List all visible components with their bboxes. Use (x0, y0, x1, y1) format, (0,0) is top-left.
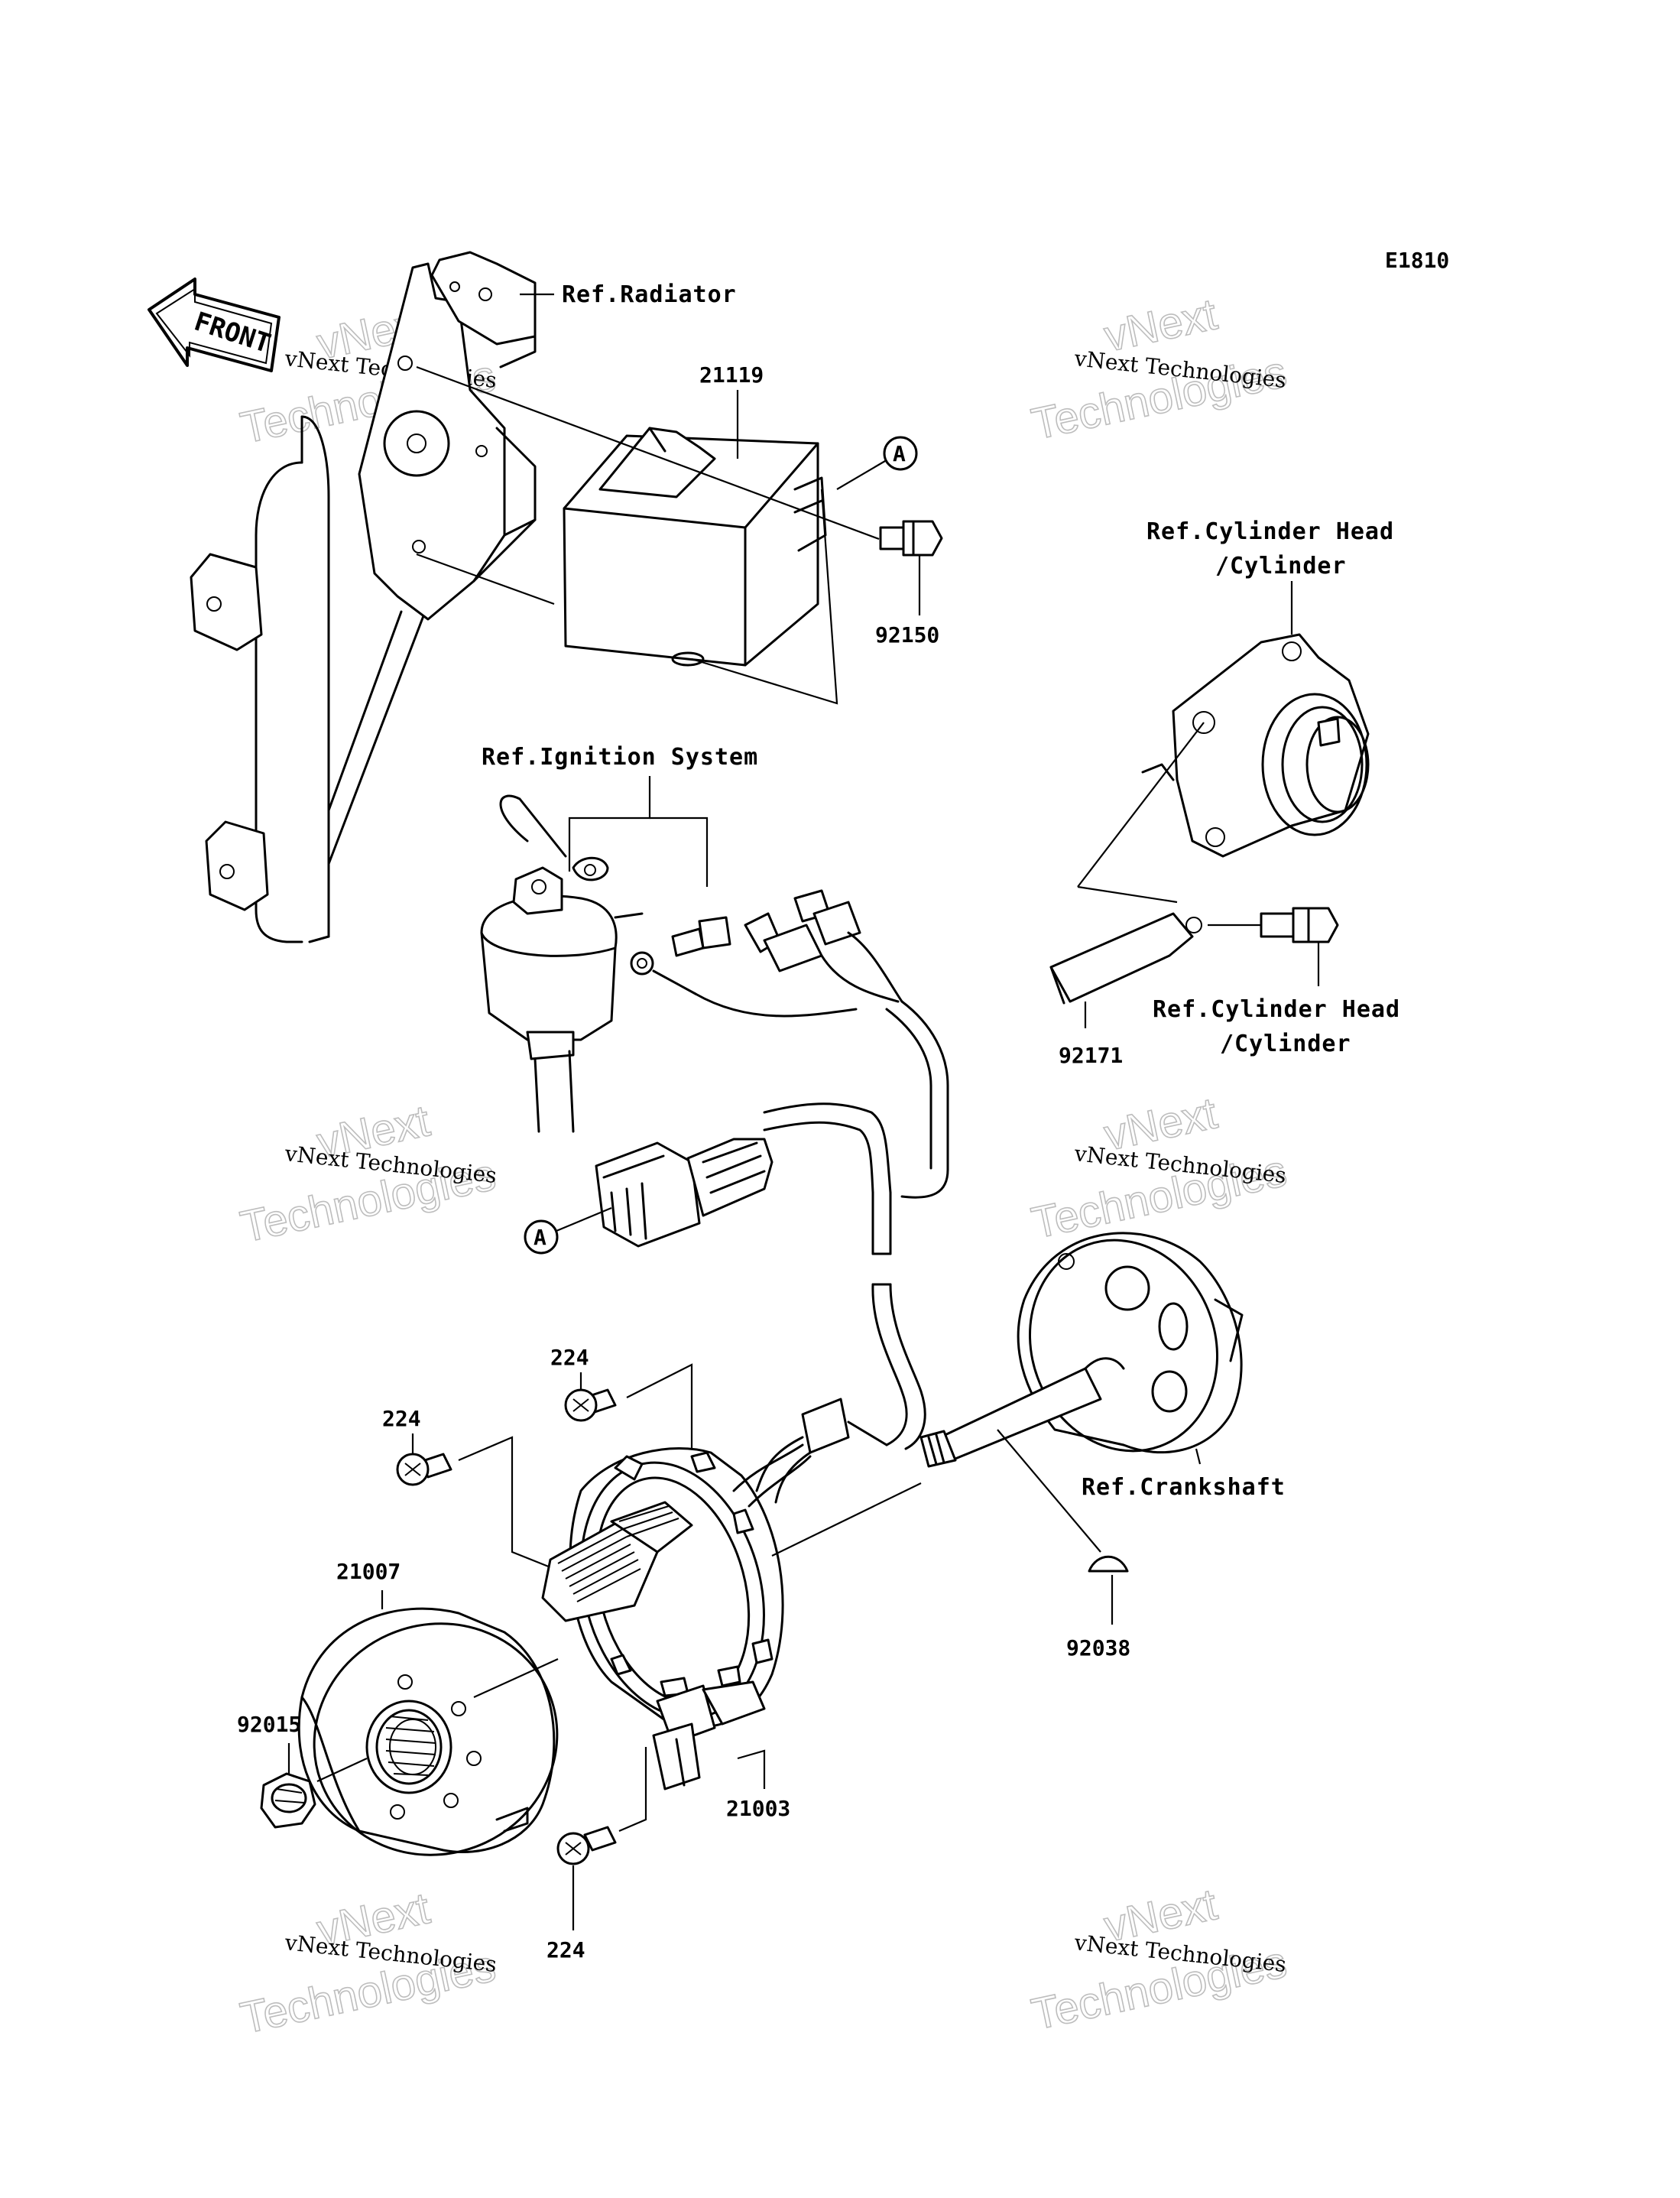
ground-bolt (671, 916, 731, 957)
part-21003: 21003 (726, 1796, 790, 1821)
crankshaft-flywheel-ref (1017, 1232, 1244, 1454)
part-224-bottom: 224 (546, 1937, 585, 1963)
watermark-middle-left: vNext Technologies vNext Technologies (235, 1096, 500, 1253)
label-ref-cylinder-head-bottom-2: /Cylinder (1220, 1031, 1351, 1057)
part-92171: 92171 (1059, 1043, 1123, 1068)
part-92150: 92150 (875, 622, 939, 648)
part-21007: 21007 (336, 1559, 401, 1584)
multi-pin-connector (595, 1138, 774, 1248)
watermark-top-right: vNext Technologies vNext Technologies (1026, 289, 1291, 450)
mount-line-upper (416, 365, 880, 541)
label-ref-radiator: Ref.Radiator (562, 281, 737, 308)
woodruff-key-92038 (1088, 1555, 1129, 1573)
front-arrow-icon: FRONT (148, 278, 281, 372)
clamp-92171 (1049, 912, 1202, 1005)
callout-a-top (883, 436, 918, 471)
ring-terminal (630, 951, 858, 1018)
rotor-21007 (297, 1607, 559, 1856)
nut-92015 (260, 1772, 316, 1829)
screw-224-bottom (556, 1826, 617, 1865)
diagram-code: E1810 (1385, 248, 1449, 273)
watermark-middle-right: vNext Technologies vNext Technologies (1026, 1088, 1291, 1249)
label-ref-crankshaft: Ref.Crankshaft (1082, 1474, 1286, 1501)
part-92038: 92038 (1066, 1635, 1130, 1661)
svg-text:A: A (893, 441, 906, 466)
part-21119: 21119 (699, 362, 764, 388)
label-ref-cylinder-head-top-1: Ref.Cylinder Head (1146, 518, 1394, 545)
bolt-cylinder-head (1260, 907, 1339, 943)
frame-bracket (190, 251, 537, 943)
watermark-bottom-left: vNext Technologies vNext Technologies (235, 1883, 500, 2044)
bolt-92150 (879, 520, 943, 557)
watermark-bottom-right: vNext Technologies vNext Technologies (1026, 1879, 1291, 2041)
stator-21003 (541, 1443, 922, 1791)
label-ref-cylinder-head-top-2: /Cylinder (1215, 553, 1347, 580)
label-ref-ignition-system: Ref.Ignition System (482, 744, 758, 771)
cdi-unit-21119 (563, 427, 827, 667)
screw-224-left (396, 1453, 452, 1486)
callout-a-bottom (524, 1219, 559, 1255)
svg-text:A: A (534, 1225, 546, 1250)
wire-connectors (744, 889, 903, 1003)
part-224-left: 224 (382, 1406, 421, 1431)
label-ref-cylinder-head-bottom-1: Ref.Cylinder Head (1153, 996, 1400, 1023)
part-224-top: 224 (550, 1345, 589, 1370)
wire-harness (755, 1000, 949, 1504)
screw-224-top (564, 1388, 617, 1422)
intake-manifold (1141, 633, 1370, 858)
mount-line-lower (416, 553, 555, 606)
part-92015: 92015 (237, 1712, 301, 1737)
crankshaft-taper (919, 1357, 1125, 1468)
ignition-coil (480, 794, 644, 1133)
mount-line-to-bolt (691, 489, 838, 705)
